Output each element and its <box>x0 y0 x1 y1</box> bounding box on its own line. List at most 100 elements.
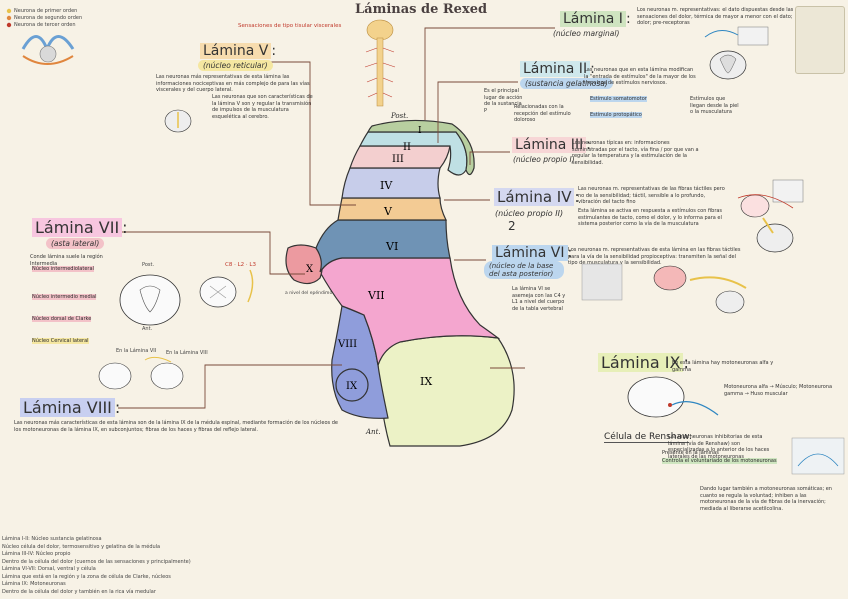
lamina-v-figure <box>162 106 210 140</box>
renshaw-title: Célula de Renshaw <box>604 432 689 443</box>
renshaw-bullet-1: Presente en la láminas <box>662 450 719 456</box>
anterior-label: Ant. <box>366 428 381 436</box>
lamina-i-region <box>367 119 475 176</box>
renshaw-bullet-2: Controla el voluntariado de los motoneur… <box>662 458 782 464</box>
lamina-i-title: Lámina I <box>560 11 626 27</box>
lamina-ix-subtitle-text: En esta lámina hay motoneuronas alfa y g… <box>672 360 774 373</box>
lamina-v-subtitle: (núcleo reticular) <box>198 60 273 71</box>
legend-line: Lámina IX: Motoneuronas <box>2 581 66 587</box>
legend-item: Neurona de tercer orden <box>14 22 76 28</box>
lamina-x-region <box>285 244 323 285</box>
bottom-legend: Lámina I-II: Núcleo sustancia gelatinosa… <box>2 536 222 596</box>
posterior-label: Post. <box>391 112 409 120</box>
lamina-v-description-2: Las neuronas que son características de … <box>212 94 313 120</box>
label-viii: VIII <box>337 339 357 350</box>
lamina-vi-title: Lámina VI <box>492 245 568 261</box>
lamina-ii-title: Lámina II <box>520 61 591 77</box>
lamina-i-heading: Lámina I: <box>560 11 631 27</box>
legend-item: Neurona de segundo orden <box>14 15 83 21</box>
lamina-vi-description: Los neuronas m. representativas de esta … <box>568 247 741 266</box>
lamina-vii-description: Conde lámina suele la región Intermedia <box>30 254 103 267</box>
legend-line: Núcleo célula del dolor, termosensitivo … <box>2 543 161 550</box>
lamina-viii-heading: Lámina VIII: <box>20 398 120 417</box>
legend-item: Neurona de primer orden <box>14 8 78 14</box>
lamina-iii-heading: Lámina III: <box>512 137 591 153</box>
lamina-ix-subtitle: En esta lámina hay motoneuronas alfa y g… <box>672 360 782 373</box>
lamina-vii-bullet-4-text: Núcleo Cervical lateral <box>32 338 89 344</box>
lamina-ii-subtitle: (sustancia gelatinosa) <box>520 78 613 89</box>
lamina-vi-region <box>315 219 451 273</box>
lamina-iii-subtitle: (núcleo propio I) <box>513 155 575 164</box>
label-x: X <box>306 264 314 275</box>
lamina-vii-bullet-3-text: Núcleo dorsal de Clarke <box>32 316 92 322</box>
lamina-ix-title: Lámina IX <box>598 353 684 372</box>
lamina-ii-bullet-2: Relacionadas con la recepción del estímu… <box>514 104 571 123</box>
label-v: V <box>383 205 393 218</box>
lamina-iii-description: Los neuronas típicas en: informaciones s… <box>572 140 699 166</box>
lamina-vii-bullet-2: Núcleo intermedio medial <box>32 294 112 300</box>
lamina-ii-bullet-3-text: Estímulo somatomotor <box>590 96 647 102</box>
lamina-i-description: Los neuronas m. representativas: el dato… <box>637 7 794 26</box>
lamina-v-description: Las neuronas más representativas de esta… <box>156 74 310 93</box>
label-ix-medial: IX <box>346 381 358 392</box>
lamina-vii-bullet-3: Núcleo dorsal de Clarke <box>32 316 112 322</box>
top-left-figure: Neurona de primer orden Neurona de segun… <box>3 4 91 76</box>
lamina-x-note: a nivel del epéndimo <box>285 291 333 296</box>
label-vi: VI <box>385 240 398 253</box>
lamina-ii-bullet-1: Es el principal lugar de acción de la su… <box>484 88 523 114</box>
lamina-v-top-note: Sensaciones de tipo tisular viscerales <box>238 12 341 31</box>
lamina-iv-title: Lámina IV <box>494 188 575 206</box>
lamina-i-section-figure <box>700 15 790 89</box>
label-ii: II <box>403 142 411 153</box>
lamina-vii-conus-label: En la Lámina VIII <box>166 350 208 356</box>
label-ix: IX <box>420 375 432 388</box>
lamina-iv-figure <box>733 178 843 262</box>
lamina-i-note-panel <box>795 6 845 74</box>
lamina-v-title: Lámina V <box>200 43 272 59</box>
page-title: Láminas de Rexed <box>355 2 488 17</box>
lamina-vii-bullet-4: Núcleo Cervical lateral <box>32 338 112 344</box>
lamina-ix-region <box>377 335 515 447</box>
lamina-vii-bullet-2-text: Núcleo intermedio medial <box>32 294 97 300</box>
rexed-laminae-diagram: I II III IV V VI X VII VIII IX IX <box>285 119 515 447</box>
lamina-v-region <box>337 197 447 221</box>
renshaw-bullet-2-text: Controla el voluntariado de los motoneur… <box>662 458 777 464</box>
lamina-vii-segment: C8 · L2 · L3 <box>225 262 256 268</box>
lamina-viii-description: Las neuronas más características de esta… <box>14 420 338 433</box>
lamina-v-heading: Lámina V: <box>200 43 276 59</box>
lamina-ix-heading: Lámina IX: <box>598 353 689 372</box>
lamina-ii-bullet-4: Estímulo protopático <box>590 112 685 119</box>
lamina-vi-heading: Lámina VI: <box>492 245 572 261</box>
lamina-vii-region <box>319 257 501 366</box>
lamina-vii-small-figures <box>75 340 215 404</box>
renshaw-heading: Célula de Renshaw: <box>604 432 692 443</box>
lamina-iv-description-2: Esta lámina se activa en respuesta a est… <box>578 208 723 227</box>
lamina-ii-side-note: Estímulos que llegan desde la piel o la … <box>690 96 739 115</box>
lamina-vii-figure <box>110 262 270 336</box>
lamina-ii-description: Las neuronas que en esta lámina modifica… <box>584 67 696 86</box>
lamina-vi-figure <box>580 262 750 326</box>
lamina-iv-subtitle: (núcleo propio II) <box>495 209 564 218</box>
label-iii: III <box>392 154 404 165</box>
lamina-vii-ant-label: Ant. <box>142 326 153 332</box>
lamina-vii-bullet-1: Núcleo intermediolateral <box>32 266 112 272</box>
lamina-ix-description: Dando lugar también a motoneuronas somát… <box>700 486 832 512</box>
lamina-iii-region <box>349 145 451 169</box>
label-i: I <box>418 126 422 136</box>
lamina-v-top-note-text: Sensaciones de tipo tisular viscerales <box>238 23 342 29</box>
lamina-vi-note: La lámina VI se asemeja con las C4 y L1 … <box>512 286 566 312</box>
renshaw-figure <box>790 436 846 480</box>
lamina-iv-heading: Lámina IV: <box>494 188 580 206</box>
lamina-vii-post-label: Post. <box>142 262 155 268</box>
label-vii: VII <box>367 289 385 302</box>
lamina-ii-bullet-4-text: Estímulo protopático <box>590 112 642 118</box>
spinal-cord-figure <box>356 18 404 110</box>
lamina-ix-extra: Motoneurona alfa → Músculo; Motoneurona … <box>724 384 833 397</box>
lamina-iii-title: Lámina III <box>512 137 587 153</box>
lamina-vii-heading: Lámina VII: <box>32 218 128 237</box>
legend-line: Lámina que está en la región y la zona d… <box>2 573 171 580</box>
lamina-ix-figure <box>622 375 722 429</box>
lamina-viii-title: Lámina VIII <box>20 398 115 417</box>
lamina-iv-extra: 2 <box>508 219 516 233</box>
pathway-thumbnail <box>6 8 75 65</box>
